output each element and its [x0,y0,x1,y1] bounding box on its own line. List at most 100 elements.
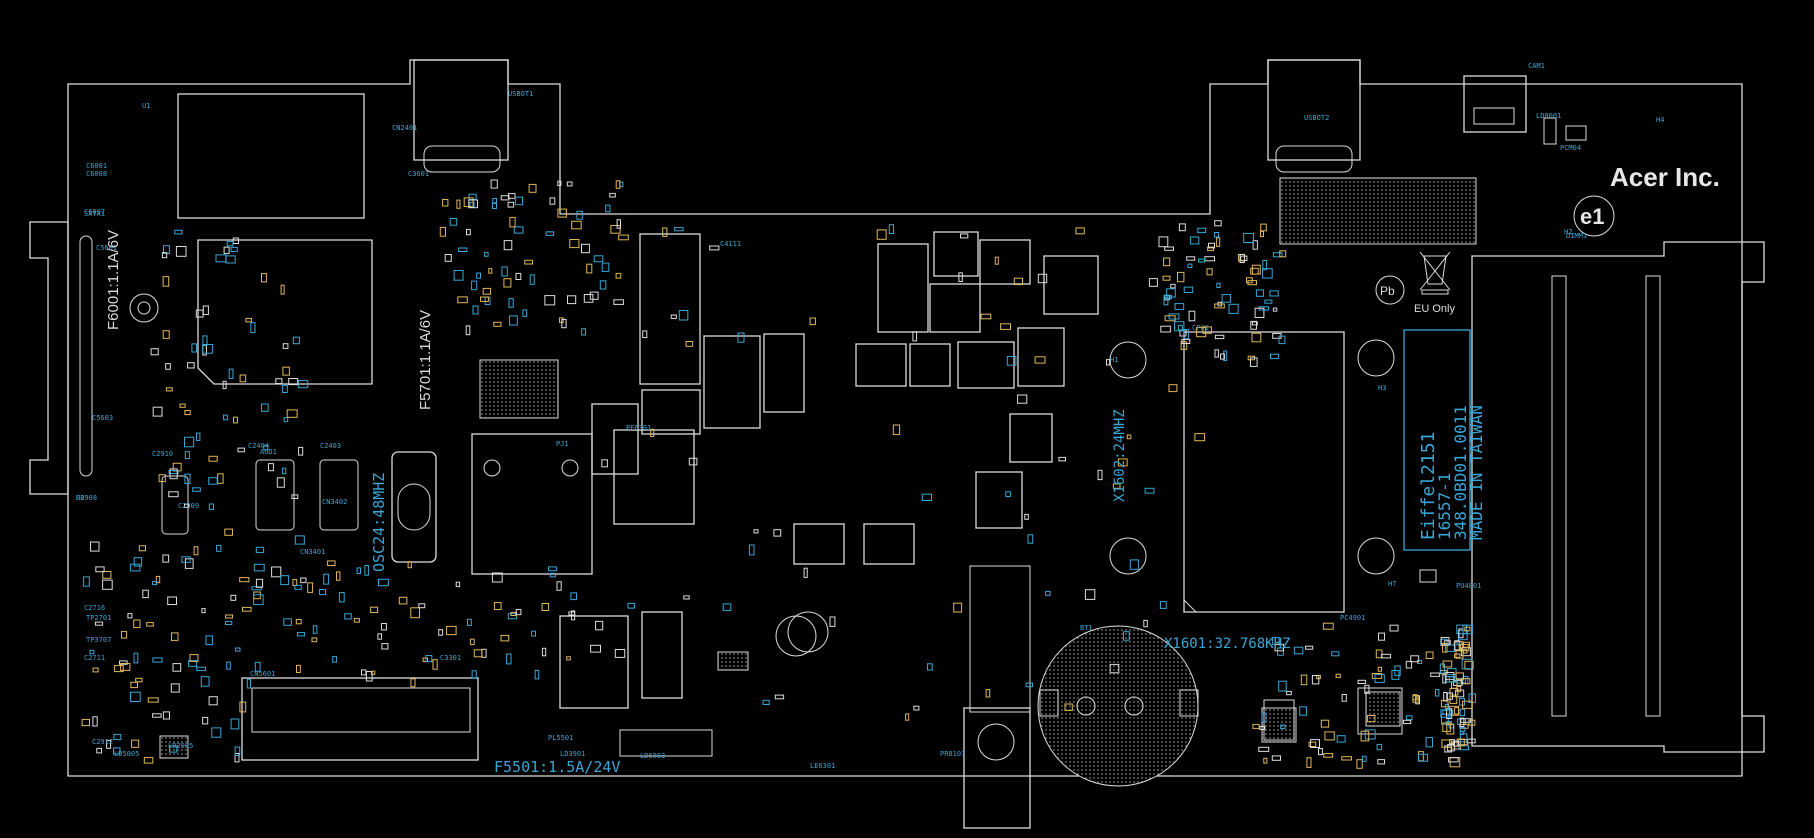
smd-component [224,620,233,626]
smd-component [1446,723,1455,735]
smd-component [1025,682,1033,688]
smd-component [1024,513,1029,520]
smd-component [1459,698,1465,706]
smd-component [127,613,133,619]
x1602-label: X1602:24MHZ [1112,409,1128,502]
smd-component [410,678,416,688]
smd-component [1144,487,1155,494]
smd-component [1310,739,1320,748]
smd-component [469,638,475,646]
smd-component [1027,534,1034,544]
refdes-label: C2909 [178,502,199,510]
smd-component [1239,254,1245,263]
smd-component [508,298,514,308]
smd-component [472,305,479,315]
smd-component [147,697,159,703]
smd-component [282,366,290,376]
smd-component [131,739,140,748]
smd-component [1251,321,1258,326]
smd-component [234,746,241,756]
smd-component [605,204,611,213]
smd-component [1374,674,1385,683]
smd-component [1444,745,1452,753]
smd-component [753,529,759,534]
smd-component [1058,456,1067,462]
smd-component [515,272,522,280]
smd-component [1207,246,1214,252]
smd-component [444,254,452,262]
smd-component [1279,250,1287,258]
smd-component [280,284,285,295]
smd-component [1034,356,1046,364]
smd-component [1252,724,1260,729]
smd-component [534,669,540,680]
smd-component [1170,283,1176,289]
smd-component [1402,719,1412,725]
smd-component [230,594,237,601]
usb-port-left [413,59,509,173]
smd-component [773,529,782,537]
smd-component [1270,353,1279,360]
chip-hatch-2 [1279,177,1477,245]
smd-component [480,296,489,302]
smd-component [1177,271,1185,283]
smd-component [557,180,562,186]
smd-component [150,348,159,356]
smd-component [1442,660,1453,668]
smd-component [288,378,299,386]
smd-component [1357,679,1367,684]
smd-component [748,544,755,556]
smd-component [1228,303,1239,314]
smd-component [271,566,282,578]
svg-text:Pb: Pb [1380,284,1395,298]
smd-component [250,322,256,334]
smd-component [168,491,179,498]
smd-component [1112,483,1121,489]
smd-component [245,317,252,323]
refdes-label: LD6803 [640,752,665,760]
smd-component [1251,264,1261,275]
smd-component [184,473,191,485]
smd-component [566,656,571,661]
smd-component [642,330,648,338]
smd-component [205,635,213,646]
smd-component [1448,757,1459,763]
smd-component [1168,384,1178,393]
smd-component [1117,458,1128,467]
smd-component [569,239,580,249]
refdes-label: C5601 [96,244,117,252]
smd-component [1000,323,1011,330]
smd-component [1274,643,1285,652]
smd-component [1443,692,1448,702]
smd-component [1417,753,1429,762]
smd-component [296,664,301,674]
smd-component [184,410,191,416]
smd-component [133,557,143,567]
smd-component [456,199,461,209]
smd-component [1214,349,1219,358]
smd-component [138,545,147,552]
smd-component [491,572,503,583]
refdes-label: PR8101 [940,750,965,758]
smd-component [169,745,178,753]
smd-component [106,739,112,749]
smd-component [1143,619,1148,628]
e1-mark: e1 [1573,195,1615,237]
smd-component [581,328,587,336]
chip-bga [471,433,593,575]
smd-component [465,325,471,336]
smd-component [208,455,218,462]
smd-component [1446,692,1454,700]
smd-component [179,403,186,408]
refdes-label: AUD1 [260,448,277,456]
smd-component [1272,252,1283,258]
smd-component [187,362,195,369]
smd-component [1148,278,1158,287]
smd-component [280,575,290,586]
smd-component [1258,746,1270,752]
smd-component [188,660,198,667]
smd-component [506,653,512,665]
smd-component [96,747,103,754]
smd-component [135,677,143,683]
smd-component [200,676,210,687]
